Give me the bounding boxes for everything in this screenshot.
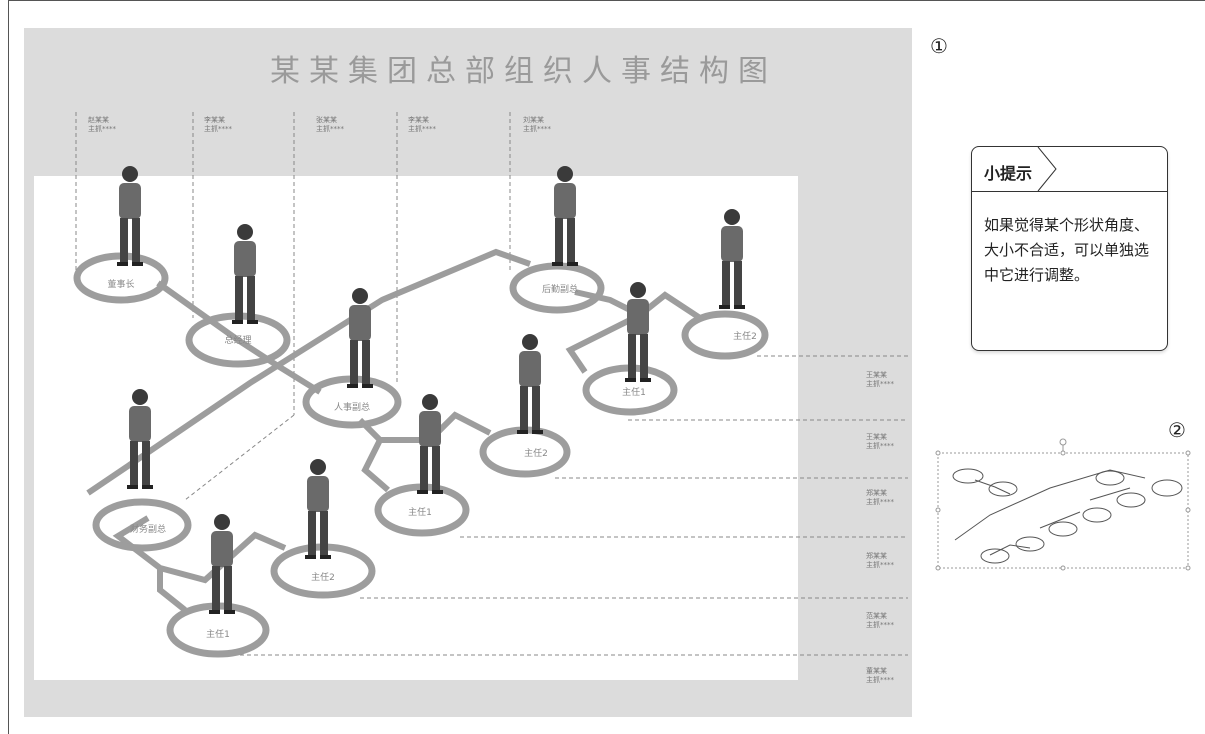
person-icon (232, 224, 258, 324)
node-label-fin-dir2: 主任2 (311, 571, 335, 583)
connector-lines (86, 248, 702, 613)
side-person-4: 郑某某 主抓**** (866, 552, 894, 569)
node-label-lg-dir1: 主任1 (622, 386, 646, 398)
node-label-hr-dir1: 主任1 (408, 506, 432, 518)
tip-body: 如果觉得某个形状角度、大小不合适，可以单独选中它进行调整。 (984, 216, 1150, 284)
side-leader-lines (240, 355, 908, 656)
node-label-lg-dir2: 主任2 (733, 330, 757, 342)
top-person-5: 刘某某 主抓**** (523, 116, 551, 133)
node-label-gm: 总经理 (224, 334, 251, 346)
node-labels: 董事长 总经理 人事副总 后勤副总 财务副总 主任1 主任2 主任1 主任2 主… (107, 278, 756, 640)
person-icon (517, 334, 543, 434)
top-person-2: 李某某 主抓**** (204, 116, 232, 133)
node-label-chairman: 董事长 (107, 278, 134, 290)
node-label-hr-dir2: 主任2 (524, 447, 548, 459)
node-ellipses (73, 252, 769, 658)
tip-arrow-icon (1037, 147, 1057, 192)
side-person-6: 董某某 主抓**** (866, 667, 894, 684)
tip-box: 小提示 如果觉得某个形状角度、大小不合适，可以单独选中它进行调整。 (971, 146, 1168, 351)
side-person-3: 郑某某 主抓**** (866, 489, 894, 506)
node-label-finance-vp: 财务副总 (130, 523, 166, 535)
node-lg-dir2 (681, 310, 769, 360)
diagram-area (34, 176, 798, 680)
person-icon (127, 389, 153, 489)
diagram-title: 某某集团总部组织人事结构图 (270, 54, 777, 89)
side-person-2: 王某某 主抓**** (866, 433, 894, 450)
person-icon (719, 209, 745, 309)
tip-divider (972, 191, 1167, 192)
person-icon (417, 394, 443, 494)
node-label-fin-dir1: 主任1 (206, 628, 230, 640)
node-finance-vp (92, 498, 192, 552)
thumbnail-diagram[interactable] (935, 438, 1191, 571)
node-logistics-vp (509, 262, 605, 314)
page-border-top (8, 0, 1205, 1)
person-icon (552, 166, 578, 266)
top-person-3: 张某某 主抓**** (316, 116, 344, 133)
person-icon (347, 288, 373, 388)
figure-marker-1: ① (930, 34, 948, 58)
person-icon (209, 514, 235, 614)
page-border-left (8, 0, 9, 734)
side-person-5: 范某某 主抓**** (866, 612, 894, 629)
tip-title: 小提示 (984, 164, 1033, 183)
rotate-handle (1059, 438, 1067, 446)
side-person-1: 王某某 主抓**** (866, 371, 894, 388)
figure-marker-2: ② (1168, 418, 1186, 442)
person-icon (117, 166, 143, 266)
selection-handles (935, 450, 1191, 571)
node-label-logistics-vp: 后勤副总 (542, 283, 578, 295)
top-person-4: 李某某 主抓**** (408, 116, 436, 133)
people-figures (117, 166, 745, 614)
top-leader-lines (75, 112, 511, 501)
node-label-hr-vp: 人事副总 (334, 401, 370, 413)
top-person-1: 赵某某 主抓**** (88, 116, 116, 133)
